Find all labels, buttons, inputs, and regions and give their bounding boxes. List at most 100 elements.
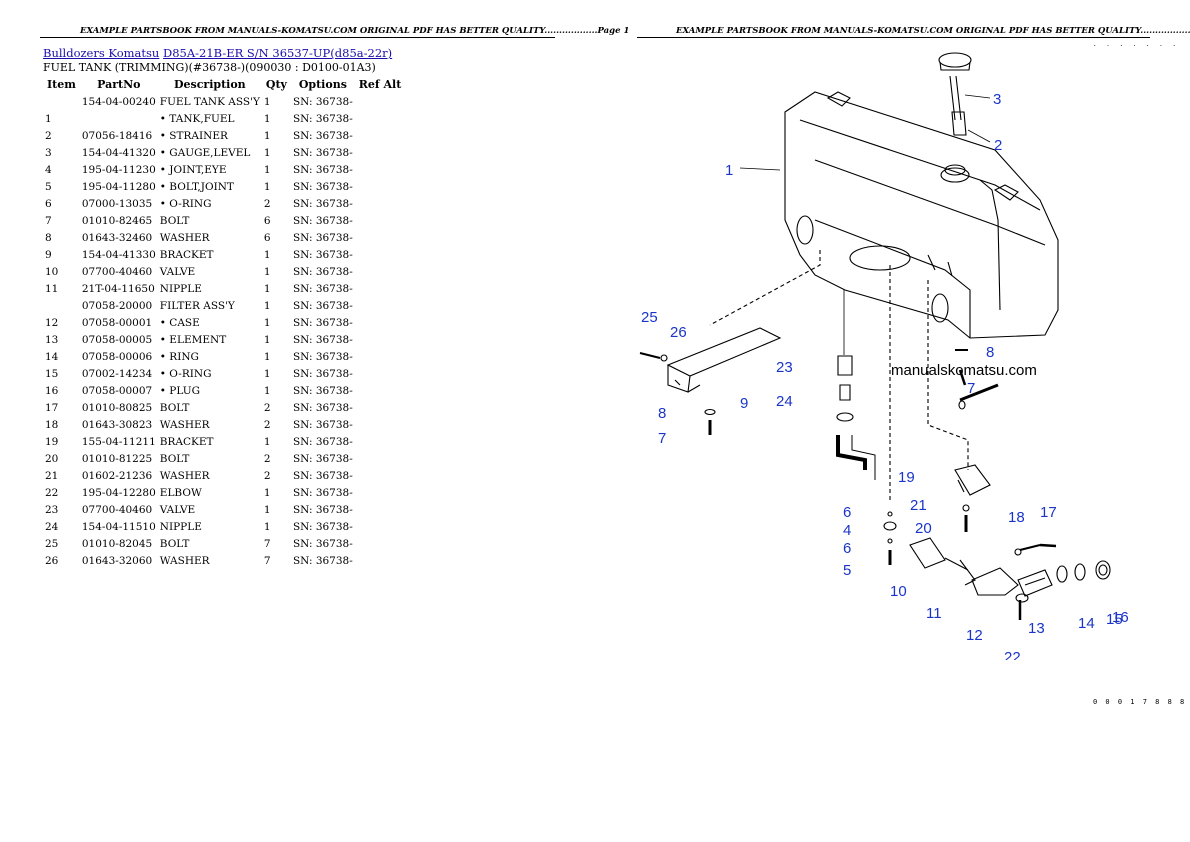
row-partno: 154-04-11510 — [81, 520, 156, 533]
row-description: FILTER ASS'Y — [159, 299, 235, 312]
col-item: Item — [47, 78, 76, 91]
row-item: 19 — [45, 435, 59, 448]
row-qty: 1 — [263, 129, 271, 142]
row-refalt — [355, 110, 406, 127]
row-refalt — [355, 382, 406, 399]
callout-21: 21 — [910, 497, 927, 514]
row-item: 7 — [45, 214, 52, 227]
row-qty: 6 — [263, 231, 271, 244]
row-refalt — [355, 314, 406, 331]
breadcrumb-model-link[interactable]: D85A-21B-ER S/N 36537-UP(d85a-22r) — [162, 46, 393, 60]
row-partno: 195-04-12280 — [81, 486, 156, 499]
row-partno: 07000-13035 — [81, 197, 153, 210]
row-partno: 195-04-11280 — [81, 180, 156, 193]
callout-6: 6 — [843, 540, 851, 557]
row-qty: 7 — [263, 537, 271, 550]
row-partno: 07058-00007 — [81, 384, 153, 397]
row-qty: 1 — [263, 350, 271, 363]
callout-12: 12 — [966, 627, 983, 644]
row-partno: 154-04-41330 — [81, 248, 156, 261]
row-partno: 07058-00001 — [81, 316, 153, 329]
row-refalt — [355, 161, 406, 178]
row-options: SN: 36738- — [292, 486, 353, 499]
row-partno: 155-04-11211 — [81, 435, 156, 448]
row-partno: 01643-30823 — [81, 418, 153, 431]
row-options: SN: 36738- — [292, 214, 353, 227]
row-description: BRACKET — [159, 248, 214, 261]
row-qty: 2 — [263, 469, 271, 482]
row-refalt — [355, 365, 406, 382]
row-qty: 7 — [263, 554, 271, 567]
callout-10: 10 — [890, 583, 907, 600]
row-partno: 01643-32460 — [81, 231, 153, 244]
row-description: WASHER — [159, 418, 210, 431]
row-description: BOLT — [159, 401, 190, 414]
row-item: 1 — [45, 112, 52, 125]
row-refalt — [355, 535, 406, 552]
row-description: • CASE — [159, 316, 200, 329]
row-refalt — [355, 212, 406, 229]
col-qty: Qty — [265, 78, 287, 91]
row-refalt — [355, 399, 406, 416]
row-refalt — [355, 433, 406, 450]
page-1-header-rule — [40, 37, 555, 38]
row-partno: 07056-18416 — [81, 129, 153, 142]
col-refalt: Ref Alt — [358, 78, 402, 91]
row-partno — [80, 110, 158, 127]
row-refalt — [355, 246, 406, 263]
row-item: 18 — [45, 418, 59, 431]
row-options: SN: 36738- — [292, 503, 353, 516]
row-item: 4 — [45, 163, 52, 176]
breadcrumb-category-link[interactable]: Bulldozers Komatsu — [43, 46, 160, 60]
row-item: 17 — [45, 401, 59, 414]
row-options: SN: 36738- — [292, 367, 353, 380]
row-options: SN: 36738- — [292, 333, 353, 346]
row-refalt — [355, 331, 406, 348]
row-refalt — [355, 127, 406, 144]
row-refalt — [355, 263, 406, 280]
row-options: SN: 36738- — [292, 384, 353, 397]
row-qty: 1 — [263, 282, 271, 295]
row-description: • GAUGE,LEVEL — [159, 146, 251, 159]
row-refalt — [355, 93, 406, 110]
row-refalt — [355, 552, 406, 569]
row-description: • JOINT,EYE — [159, 163, 227, 176]
row-qty: 1 — [263, 248, 271, 261]
table-header-row: Item PartNo Description Qty Options Ref … — [43, 76, 405, 93]
callout-2: 2 — [994, 137, 1002, 154]
row-item: 16 — [45, 384, 59, 397]
row-item: 8 — [45, 231, 52, 244]
row-item: 26 — [45, 554, 59, 567]
row-item: 25 — [45, 537, 59, 550]
row-qty: 2 — [263, 197, 271, 210]
row-description: WASHER — [159, 554, 210, 567]
row-refalt — [355, 501, 406, 518]
row-partno: 07002-14234 — [81, 367, 153, 380]
row-partno: 195-04-11230 — [81, 163, 156, 176]
row-options: SN: 36738- — [292, 197, 353, 210]
row-qty: 2 — [263, 401, 271, 414]
row-qty: 1 — [263, 333, 271, 346]
breadcrumb: Bulldozers Komatsu D85A-21B-ER S/N 36537… — [43, 46, 392, 60]
row-partno: 154-04-41320 — [81, 146, 156, 159]
page-1-header: EXAMPLE PARTSBOOK FROM MANUALS-KOMATSU.C… — [80, 26, 630, 36]
callout-22: 22 — [1004, 649, 1021, 660]
row-options: SN: 36738- — [292, 469, 353, 482]
row-partno: 01010-82045 — [81, 537, 153, 550]
fuel-tank-outline — [784, 91, 1059, 339]
row-item — [43, 93, 80, 110]
callout-1: 1 — [725, 162, 733, 179]
callout-8: 8 — [658, 405, 666, 422]
